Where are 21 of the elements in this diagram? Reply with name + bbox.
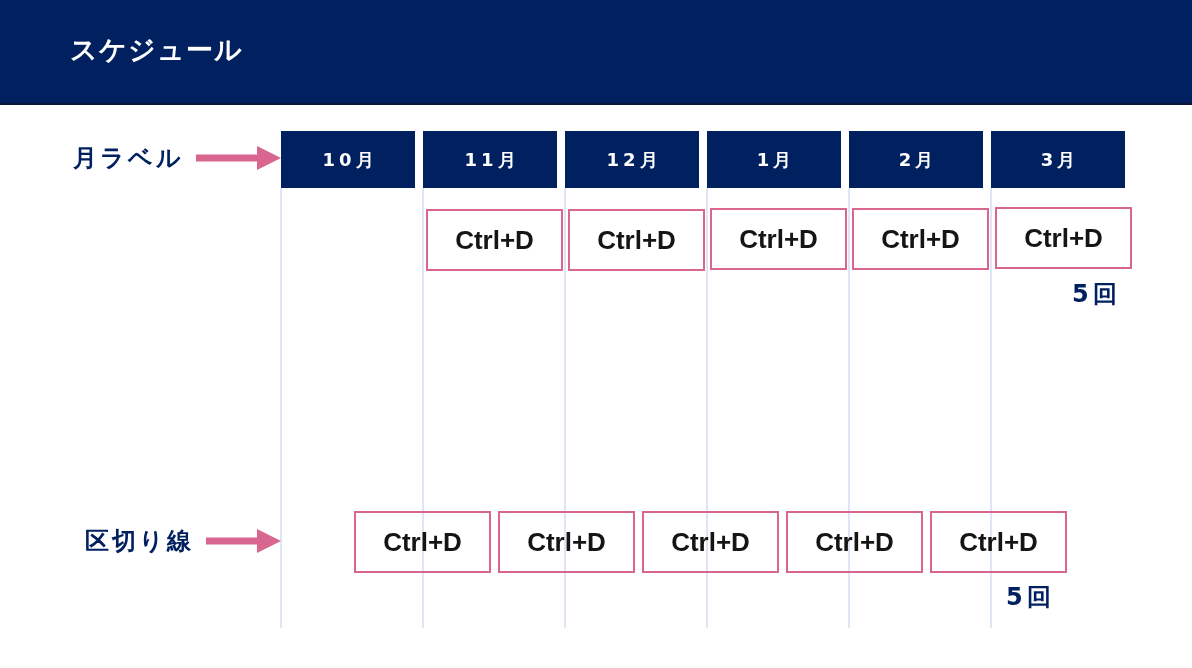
shortcut-box: Ctrl+D (786, 511, 923, 573)
row-label: 区切り線 (85, 526, 194, 556)
month-header: 11月 (423, 131, 557, 188)
repeat-count: 5回 (1006, 582, 1055, 612)
shortcut-box: Ctrl+D (930, 511, 1067, 573)
shortcut-box: Ctrl+D (498, 511, 635, 573)
shortcut-box: Ctrl+D (426, 209, 563, 271)
repeat-count: 5回 (1072, 279, 1121, 309)
shortcut-box: Ctrl+D (710, 208, 847, 270)
month-header: 10月 (281, 131, 415, 188)
page-title: スケジュール (70, 33, 243, 67)
shortcut-box: Ctrl+D (995, 207, 1132, 269)
month-header: 1月 (707, 131, 841, 188)
shortcut-box: Ctrl+D (568, 209, 705, 271)
month-header: 2月 (849, 131, 983, 188)
row-label: 月ラベル (73, 143, 184, 173)
shortcut-box: Ctrl+D (642, 511, 779, 573)
shortcut-box: Ctrl+D (852, 208, 989, 270)
month-header: 3月 (991, 131, 1125, 188)
shortcut-box: Ctrl+D (354, 511, 491, 573)
month-header: 12月 (565, 131, 699, 188)
